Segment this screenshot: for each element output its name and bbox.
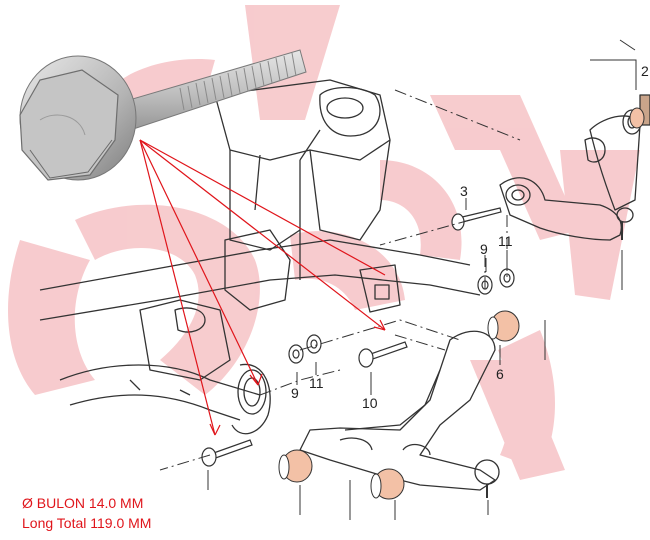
callout-10: 10 [362,395,378,411]
callout-2: 2 [641,63,649,79]
callout-11-lower: 11 [309,375,324,391]
callout-3: 3 [460,183,468,199]
spec-diameter: Ø BULON 14.0 MM [22,495,144,511]
subframe-drawing [39,79,481,435]
watermark-logo [8,5,640,480]
leader-lines [207,39,637,520]
callout-9-lower: 9 [291,385,299,401]
assembly-lines [159,89,521,471]
upper-bolt-3 [451,207,502,231]
bushings [278,107,645,500]
callout-9-upper: 9 [480,241,488,257]
bolt-icon [19,49,307,181]
callout-6: 6 [496,366,504,382]
middle-bolt-10 [358,341,408,368]
lower-control-arm [299,330,500,498]
upper-washers [477,268,515,295]
red-arrows [139,139,386,436]
callout-11-upper: 11 [498,233,513,249]
middle-washers [288,334,322,364]
spec-length: Long Total 119.0 MM [22,515,152,531]
lower-bolt [201,439,253,467]
